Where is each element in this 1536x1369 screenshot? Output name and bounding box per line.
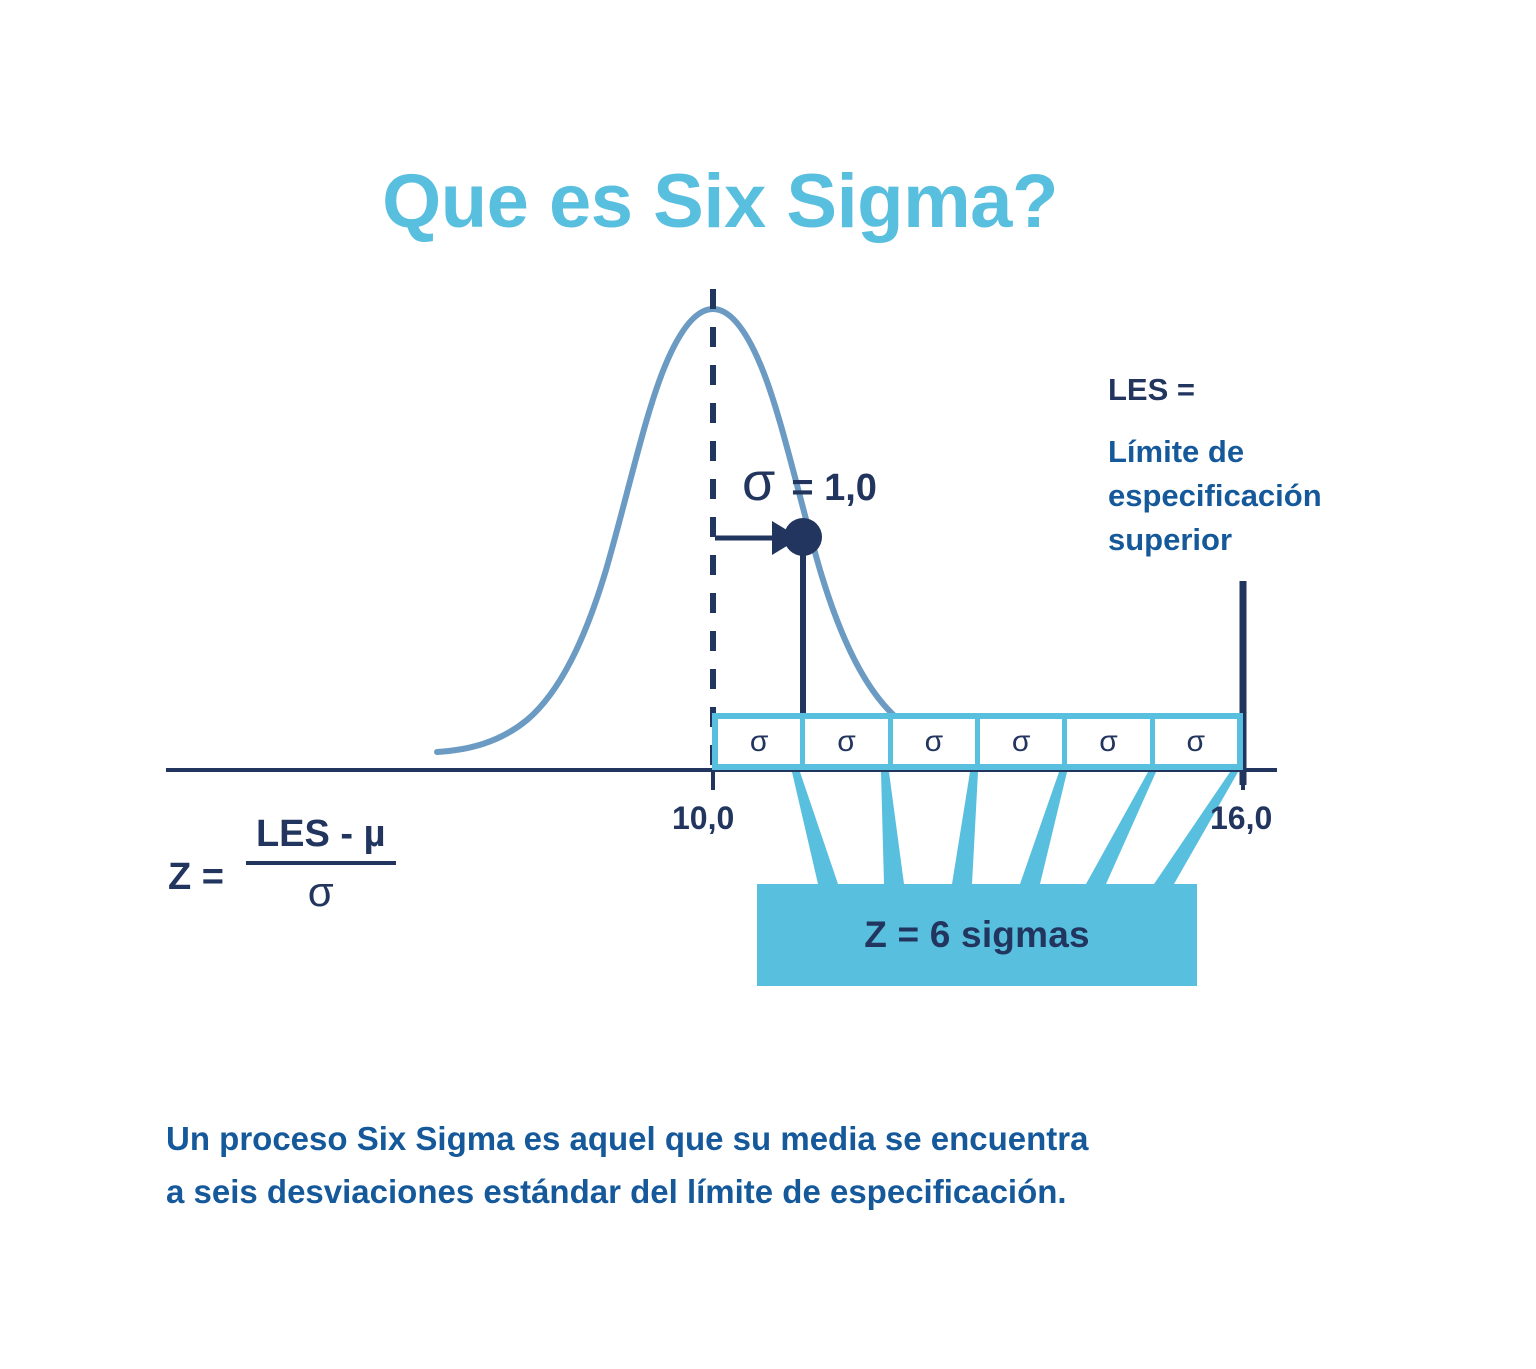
caption-text: Un proceso Six Sigma es aquel que su med… xyxy=(166,1112,1416,1219)
sigma-interval-cell: σ xyxy=(1067,719,1155,764)
les-legend-line-1: Límite de xyxy=(1108,433,1245,469)
sigma-interval-cell: σ xyxy=(893,719,980,764)
les-legend-line-2: especificación xyxy=(1108,477,1322,513)
z-formula-numerator: LES - µ xyxy=(255,813,386,855)
z-formula-lhs: Z = xyxy=(168,856,224,899)
sigma-interval-cell: σ xyxy=(805,719,893,764)
z-score-formula: Z = LES - µ σ xyxy=(168,812,396,916)
sigma-point-marker xyxy=(784,518,822,556)
connector-lines xyxy=(792,772,1238,884)
caption-line-1: Un proceso Six Sigma es aquel que su med… xyxy=(166,1120,1089,1157)
sigma-interval-cell: σ xyxy=(718,719,806,764)
z-formula-denominator: σ xyxy=(307,867,334,915)
sigma-interval-row: σ σ σ σ σ σ xyxy=(712,713,1243,770)
les-legend: LES = Límite de especificación superior xyxy=(1108,372,1408,562)
axis-tick-label-upper: 16,0 xyxy=(1210,800,1273,836)
sigma-value-label: = 1,0 xyxy=(791,467,877,509)
z-formula-fraction: LES - µ σ xyxy=(245,812,396,916)
sigma-value-annotation: σ = 1,0 xyxy=(742,455,877,509)
z-result-label: Z = 6 sigmas xyxy=(864,914,1090,955)
les-legend-description: Límite de especificación superior xyxy=(1108,430,1408,562)
sigma-glyph: σ xyxy=(742,452,776,512)
fraction-bar xyxy=(245,860,396,865)
bell-curve xyxy=(434,306,920,755)
les-legend-line-3: superior xyxy=(1108,521,1233,557)
z-result-box: Z = 6 sigmas xyxy=(757,884,1197,986)
sigma-interval-cell: σ xyxy=(1186,724,1206,758)
axis-tick-label-lower: 10,0 xyxy=(672,800,735,836)
page-title: Que es Six Sigma? xyxy=(382,159,1058,244)
sigma-interval-cell: σ xyxy=(980,719,1068,764)
les-legend-heading: LES = xyxy=(1108,372,1196,407)
caption-line-2: a seis desviaciones estándar del límite … xyxy=(166,1173,1067,1211)
